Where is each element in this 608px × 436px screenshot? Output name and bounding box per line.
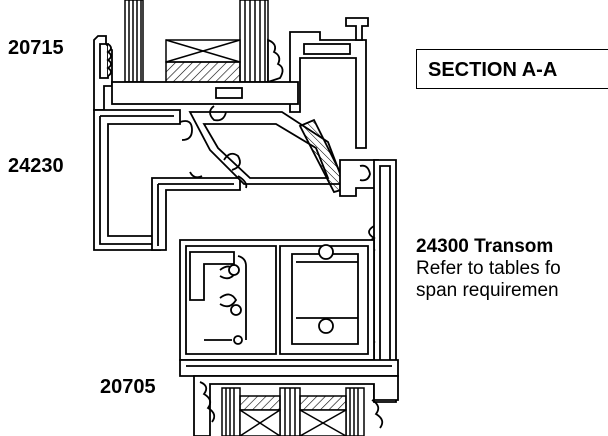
section-title: SECTION A-A [428,59,558,81]
label-20705: 20705 [100,376,156,398]
transom-note-line2: span requiremen [416,280,559,301]
transom-note: 24300 Transom Refer to tables fo span re… [416,236,561,302]
bottom-frame-profile [193,375,399,436]
transom-24300-profile [179,159,399,403]
section-title-box: SECTION A-A [416,49,608,89]
label-20715: 20715 [8,37,64,59]
transom-note-title: 24300 Transom [416,236,554,257]
lower-glazing-unit [221,387,365,436]
label-24230: 24230 [8,155,64,177]
transom-note-line1: Refer to tables fo [416,258,561,279]
transom-frame-profile [93,105,379,251]
upper-glazing-unit [124,0,269,85]
top-frame-profile [93,17,369,149]
